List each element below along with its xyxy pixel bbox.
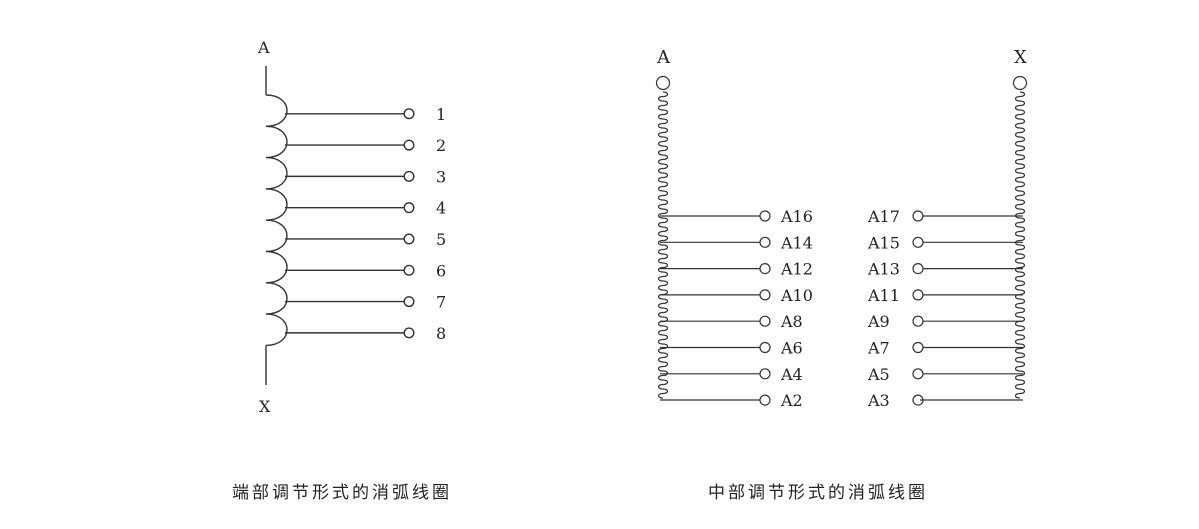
coil-winding (265, 94, 288, 347)
left-tap-label: A2 (780, 391, 803, 410)
tap-label: 8 (436, 324, 446, 343)
right-coil-winding (1014, 91, 1026, 399)
left-tap-terminal-circle (759, 289, 771, 301)
right-tap-terminal-circle (912, 368, 924, 380)
right-tap-label: A17 (867, 207, 900, 226)
right-tap-label: A15 (867, 233, 900, 252)
right-tap-terminal-circle (912, 394, 924, 406)
tap-terminal-circle (403, 264, 415, 276)
tap-terminal-circle (403, 202, 415, 214)
tap-label: 5 (436, 230, 446, 249)
right-tap-terminal-circle (912, 315, 924, 327)
right-tap-label: A13 (867, 260, 900, 279)
right-tap-terminal-circle (912, 263, 924, 275)
left-tap-label: A6 (780, 339, 803, 358)
right-tap-terminal-circle (912, 210, 924, 222)
right-top-terminal-label: X (1014, 47, 1027, 68)
tap-terminal-circle (403, 139, 415, 151)
right-tap-terminal-circle (912, 289, 924, 301)
left-top-terminal-label: A (656, 47, 671, 68)
tap-terminal-circle (403, 296, 415, 308)
right-tap-label: A3 (867, 391, 890, 410)
left-tap-label: A8 (780, 312, 803, 331)
tap-label: 3 (436, 167, 446, 186)
tap-label: 4 (436, 199, 446, 218)
tap-label: 7 (436, 293, 446, 312)
tap-label: 1 (436, 105, 446, 124)
left-top-terminal-circle (655, 75, 671, 91)
bottom-terminal-label: X (259, 397, 271, 416)
left-tap-terminal-circle (759, 263, 771, 275)
right-tap-terminal-circle (912, 341, 924, 354)
right-tap-terminal-circle (912, 236, 924, 248)
tap-terminal-circle (403, 108, 415, 120)
left-tap-label: A14 (780, 233, 813, 252)
tap-terminal-circle (403, 327, 415, 339)
right-top-terminal-circle (1012, 75, 1028, 91)
tap-label: 6 (436, 261, 446, 280)
tap-label: 2 (436, 136, 446, 155)
left-tap-terminal-circle (759, 236, 771, 248)
tap-terminal-circle (403, 170, 415, 182)
tap-terminal-circle (403, 233, 415, 245)
end-regulated-coil-diagram: A X 1 2 3 4 5 6 7 8 (257, 38, 446, 416)
right-tap-label: A5 (867, 365, 890, 384)
left-tap-label: A12 (780, 260, 813, 279)
right-tap-label: A11 (867, 286, 900, 305)
left-tap-terminal-circle (759, 210, 771, 222)
left-tap-label: A4 (780, 365, 803, 384)
top-terminal-label: A (257, 38, 270, 57)
left-tap-terminal-circle (759, 368, 771, 380)
left-tap-label: A10 (780, 286, 813, 305)
left-tap-terminal-circle (759, 341, 771, 354)
left-coil-winding (657, 91, 669, 399)
right-tap-label: A9 (867, 312, 890, 331)
left-tap-terminal-circle (759, 315, 771, 327)
left-tap-terminal-circle (759, 394, 771, 406)
end-regulated-caption: 端部调节形式的消弧线圈 (232, 483, 452, 503)
mid-regulated-caption: 中部调节形式的消弧线圈 (708, 483, 928, 503)
left-tap-label: A16 (780, 207, 813, 226)
right-tap-label: A7 (867, 339, 890, 358)
